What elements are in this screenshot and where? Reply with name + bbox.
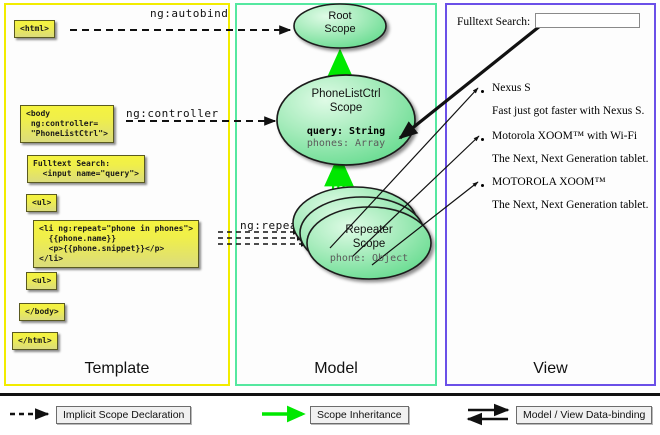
connector-label-ng-autobind: ng:autobind (150, 7, 229, 20)
code-box-fulltext-search: Fulltext Search: <input name="query"> (27, 155, 145, 183)
legend-item-model-view-data-binding: Model / View Data-binding (516, 406, 653, 424)
arrow-binding-item-3 (371, 181, 479, 266)
scope-phonelistctrl (276, 74, 416, 166)
column-label-model: Model (314, 360, 358, 377)
code-box-body-open: <body ng:controller= "PhoneListCtrl"> (20, 105, 114, 143)
code-box-html-open: <html> (14, 20, 55, 38)
scope-phonelistctrl-title: PhoneListCtrl (311, 88, 381, 100)
scope-phonelistctrl-label: PhoneListCtrl Scope (278, 88, 414, 115)
scope-repeater-props: phone: Object (329, 253, 409, 264)
scope-repeater-stack (292, 186, 432, 280)
scope-phonelistctrl-props: query: String phones: Array (278, 126, 414, 150)
code-box-ul-close: <ul> (26, 272, 58, 290)
arrow-ng-repeat (218, 229, 309, 247)
scope-prop-phones: phones: Array (306, 138, 386, 149)
scope-root (293, 3, 387, 49)
view-item-desc-1: Fast just got faster with Nexus S. (492, 105, 645, 117)
view-item-title-2: Motorola XOOM™ with Wi-Fi (492, 130, 638, 142)
scope-prop-query: query: String (306, 126, 386, 137)
legend-item-implicit-scope-declaration: Implicit Scope Declaration (56, 406, 192, 424)
arrow-binding-item-1 (329, 87, 479, 249)
arrow-binding-item-2 (351, 135, 480, 258)
column-view (445, 3, 656, 386)
legend-glyph-databinding (466, 403, 510, 426)
view-item-title-3: MOTOROLA XOOM™ (492, 176, 606, 188)
code-box-ul-open: <ul> (26, 194, 58, 212)
scope-root-subtitle: Scope (324, 23, 356, 35)
view-item-desc-2: The Next, Next Generation tablet. (492, 153, 649, 165)
arrow-binding-query (398, 20, 546, 140)
legend-item-scope-inheritance: Scope Inheritance (310, 406, 409, 424)
connector-label-ng-controller: ng:controller (126, 107, 219, 120)
column-label-view: View (533, 360, 568, 377)
view-search-label: Fulltext Search: (457, 16, 531, 28)
scope-root-title: Root (328, 10, 352, 22)
scope-repeater-label: Repeater Scope (301, 224, 437, 251)
scope-phonelistctrl-subtitle: Scope (329, 101, 363, 114)
view-item-title-1: Nexus S (492, 82, 531, 94)
code-box-body-close: </body> (19, 303, 65, 321)
view-bullet-dot-3 (481, 184, 484, 187)
legend-separator (0, 393, 660, 396)
scope-repeater-subtitle: Scope (352, 237, 386, 250)
connector-label-ng-repeat: ng:repeat (240, 219, 305, 232)
scope-root-label: Root Scope (294, 10, 386, 36)
code-box-html-close: </html> (12, 332, 58, 350)
view-search-input[interactable] (535, 13, 640, 28)
column-label-template: Template (84, 360, 150, 377)
scope-repeater-title: Repeater (345, 224, 393, 236)
view-item-desc-3: The Next, Next Generation tablet. (492, 199, 649, 211)
view-bullet-dot-2 (481, 138, 484, 141)
code-box-li-repeat: <li ng:repeat="phone in phones"> {{phone… (33, 220, 200, 268)
view-bullet-dot-1 (481, 90, 484, 93)
